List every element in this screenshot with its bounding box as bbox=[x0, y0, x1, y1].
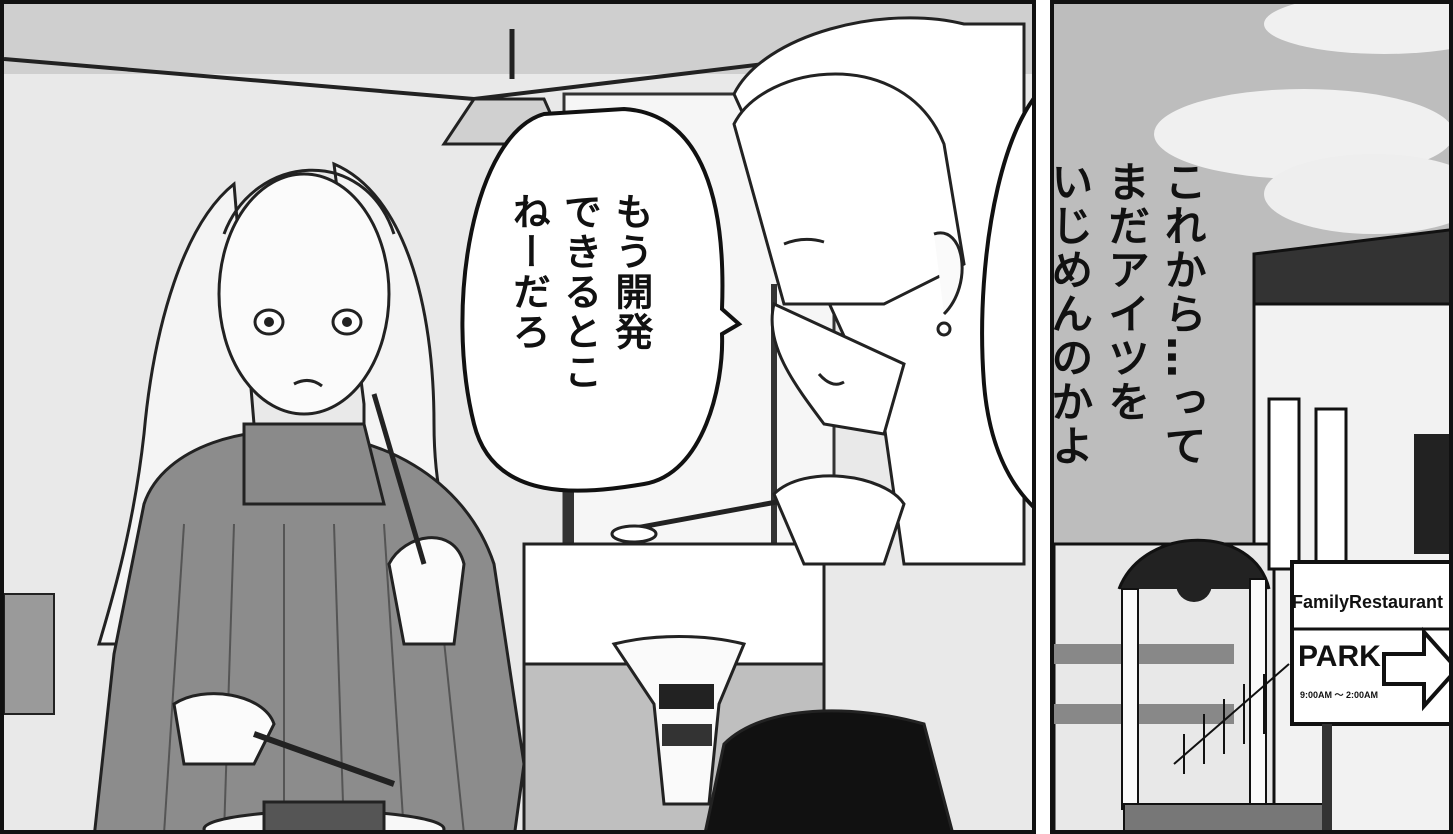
speech-line: もう開発 bbox=[608, 192, 653, 352]
speech-text-left: もう開発 できるとこ ねーだろ bbox=[502, 192, 656, 392]
speech-bubble-left bbox=[460, 106, 743, 493]
sign-park-label: PARK bbox=[1298, 640, 1381, 673]
sign-hours: 9:00AM ～ 2:00AM bbox=[1300, 690, 1379, 700]
woman-long-hair bbox=[93, 161, 526, 830]
speech-line: まだアイツを bbox=[1101, 160, 1151, 424]
exterior-scene bbox=[1054, 4, 1449, 830]
speech-text-right: これから…って まだアイツを いじめんのかよ bbox=[1040, 160, 1210, 468]
restaurant-building bbox=[1054, 228, 1449, 830]
cloud-icon bbox=[1154, 4, 1449, 234]
speech-line: できるとこ bbox=[557, 192, 602, 392]
speech-line: いじめんのかよ bbox=[1044, 160, 1094, 468]
man-short-hair bbox=[610, 16, 1026, 830]
sign-title: FamilyRestaurant bbox=[1292, 592, 1444, 612]
speech-line: これから…って bbox=[1158, 160, 1208, 468]
interior-scene bbox=[4, 4, 1032, 830]
parking-sign bbox=[1290, 560, 1449, 830]
speech-bubble-right bbox=[980, 97, 1032, 509]
speech-line: ねーだろ bbox=[506, 192, 551, 352]
parfait-glass bbox=[611, 635, 747, 806]
arrow-right-icon bbox=[1382, 626, 1449, 712]
panel-restaurant-interior: もう開発 できるとこ ねーだろ bbox=[0, 0, 1036, 834]
panel-restaurant-exterior bbox=[1050, 0, 1453, 834]
